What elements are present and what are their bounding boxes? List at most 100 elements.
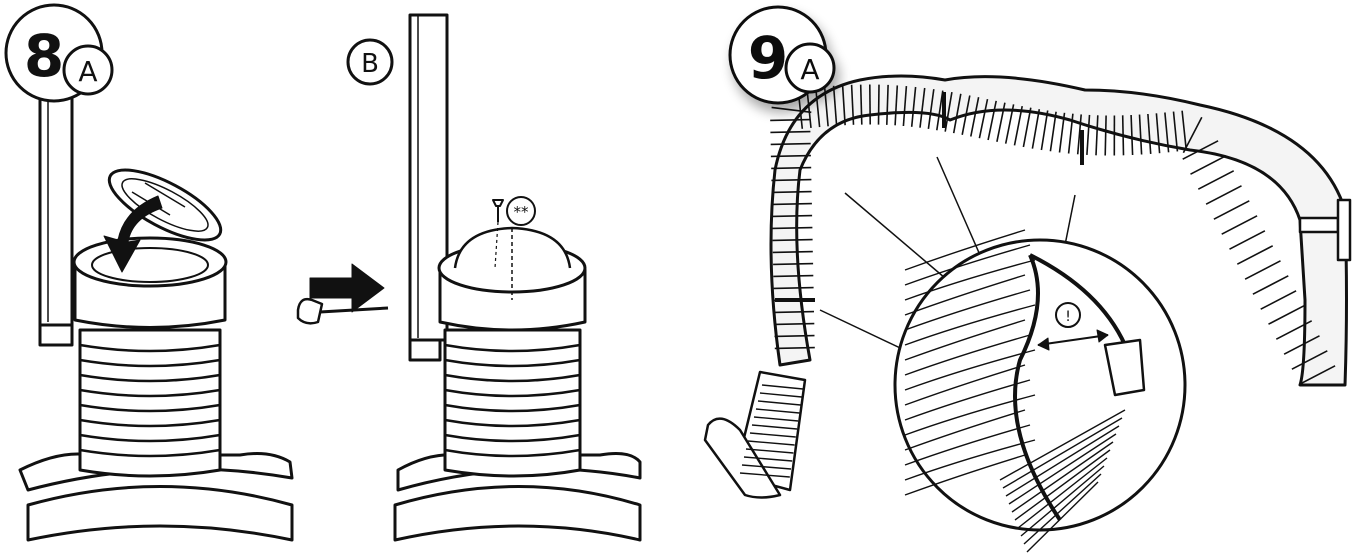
hose-rib — [1049, 111, 1057, 152]
hose-rib — [904, 454, 1026, 496]
hose-rib — [755, 408, 800, 414]
panel-step-8b: ** — [296, 13, 642, 542]
hose-rib — [1095, 115, 1099, 156]
hose-rib — [987, 100, 997, 141]
hose-rib — [1004, 104, 1015, 144]
hose-rib — [444, 343, 581, 353]
hose-rib — [444, 433, 581, 443]
hose-rib — [1138, 114, 1143, 155]
hose-rib — [904, 439, 1036, 481]
hose-rib — [753, 416, 799, 422]
vent-hose — [443, 328, 582, 478]
step-badge-8a: 8 A — [4, 3, 114, 103]
hose-rib — [1221, 215, 1258, 235]
panel-step-9a: ! — [703, 74, 1352, 553]
step-number: 8 — [24, 22, 64, 90]
hose-rib — [772, 214, 813, 218]
hose-rib — [877, 84, 880, 125]
hose-rib — [444, 418, 581, 428]
hose-rib — [444, 403, 581, 413]
hose-rib — [1011, 441, 1114, 513]
hose-rib — [1155, 113, 1161, 154]
hose-rib — [772, 238, 813, 242]
screw-label-badge — [506, 196, 536, 226]
hose-rib — [771, 106, 812, 114]
step-letter: B — [361, 49, 379, 79]
hose-rib — [1229, 230, 1266, 250]
hose-rib — [741, 464, 792, 470]
hose-rib — [770, 130, 811, 134]
hose-rib — [886, 84, 889, 125]
hose-rib — [771, 202, 812, 206]
hose-rib — [770, 142, 811, 146]
hose-rib — [1086, 114, 1091, 155]
hose-rib — [910, 86, 917, 127]
hose-rib — [772, 250, 813, 254]
vent-hose — [78, 328, 222, 478]
hose-rib — [944, 91, 953, 132]
hose-rib — [999, 409, 1126, 481]
hose-rib — [1020, 465, 1105, 537]
arrow-icon — [103, 195, 163, 273]
step-number: 9 — [748, 24, 788, 92]
hose-rib — [79, 418, 221, 428]
hose-rib — [1197, 170, 1235, 190]
hose-rib — [79, 388, 221, 398]
warning-icon — [1055, 302, 1081, 328]
hose-rib — [773, 310, 815, 314]
panel-step-8a — [18, 88, 294, 542]
hose-rib — [773, 274, 814, 278]
hose-collar — [437, 226, 587, 332]
hose-rib — [1299, 365, 1336, 385]
hose-rib — [1283, 335, 1320, 355]
hose-rib — [823, 86, 829, 127]
hose-rib — [774, 322, 815, 326]
hose-rib — [1005, 425, 1120, 497]
hose-rib — [444, 448, 581, 458]
hose-rib — [894, 85, 899, 126]
hose-rib — [1026, 481, 1099, 553]
hose-rib — [1213, 200, 1250, 220]
hose-rib — [1275, 320, 1313, 340]
hose-rib — [745, 448, 794, 454]
hose-rib — [747, 440, 795, 446]
detail-magnifier — [893, 229, 1187, 553]
hose-rib — [774, 346, 815, 350]
step-badge-9a: 9 A — [728, 5, 836, 105]
hose-rib — [902, 86, 908, 127]
hose-rib — [1002, 417, 1123, 489]
hose-rib — [859, 84, 863, 125]
hose-rib — [850, 84, 855, 125]
hose-rib — [904, 274, 1026, 316]
arched-vent-hose — [769, 74, 1348, 387]
hose-rib — [1181, 110, 1188, 151]
hose-rib — [1067, 113, 1074, 154]
hose-rib — [1147, 113, 1152, 154]
hose-rib — [1172, 111, 1179, 152]
warning-label: ! — [1065, 309, 1071, 325]
hose-collar — [72, 236, 228, 329]
hose-rib — [757, 400, 801, 406]
gap-measure-arrow — [1037, 334, 1109, 346]
hose-rib — [1023, 473, 1102, 545]
hose-rib — [904, 244, 1031, 286]
hose-rib — [904, 424, 1031, 466]
hose-rib — [1252, 275, 1289, 295]
hose-rib — [1022, 107, 1032, 148]
hose-rib — [751, 424, 798, 430]
hose-rib — [904, 229, 1026, 271]
hose-rib — [904, 304, 1036, 346]
hose-rib — [743, 456, 793, 462]
hose-rib — [814, 87, 821, 128]
hose-rib — [1121, 115, 1125, 156]
hose-rib — [1076, 114, 1082, 155]
hose-rib — [79, 448, 221, 458]
hose-rib — [1291, 350, 1328, 370]
hose-rib — [1182, 116, 1203, 154]
hose-rib — [771, 190, 812, 194]
hose-rib — [761, 384, 804, 390]
hose-rib — [771, 166, 812, 170]
hose-rib — [1014, 449, 1111, 521]
hose-rib — [904, 289, 1031, 331]
